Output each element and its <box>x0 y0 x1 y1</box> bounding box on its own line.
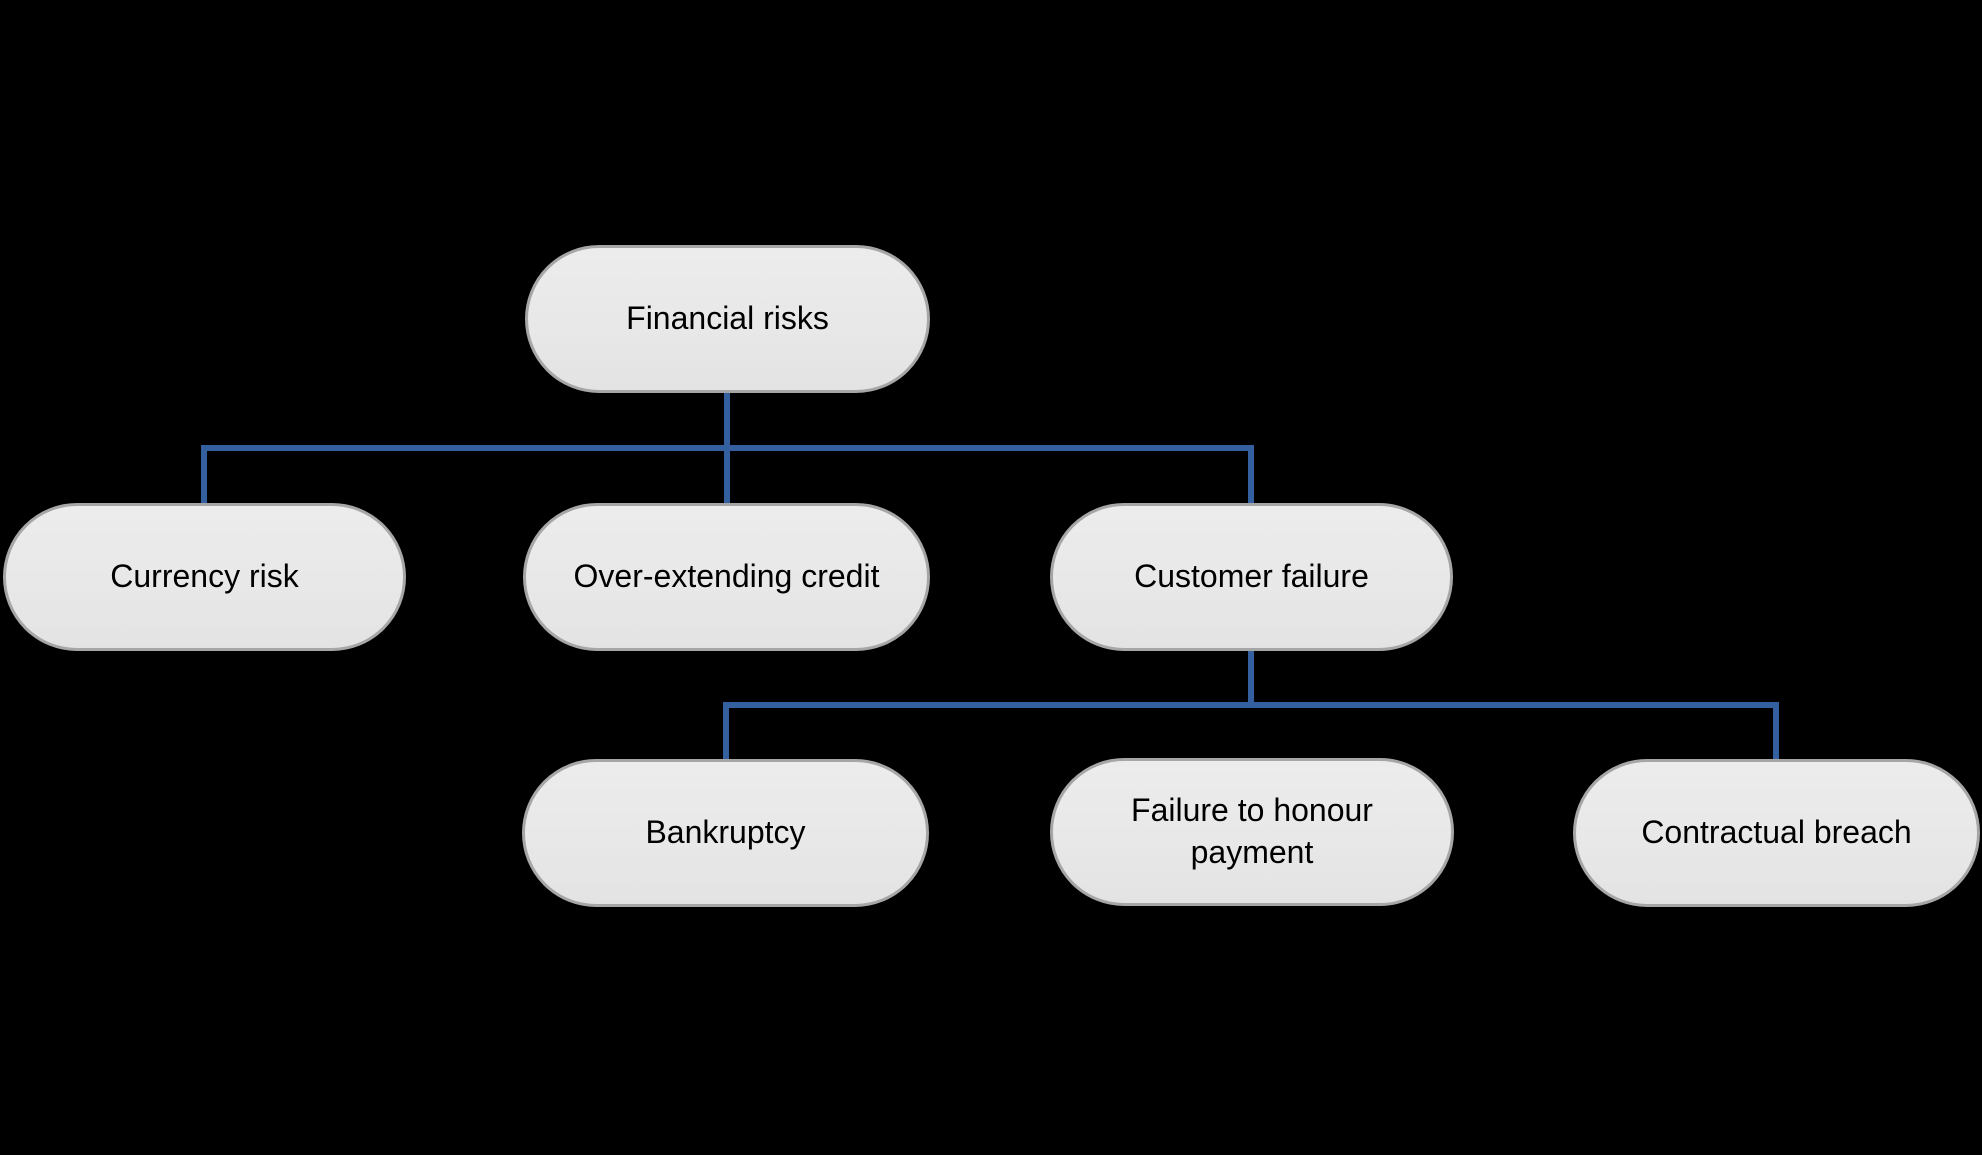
node-label: Contractual breach <box>1641 814 1912 851</box>
node-label: Over-extending credit <box>573 558 880 595</box>
node-contractual-breach: Contractual breach <box>1573 759 1980 907</box>
connector-bottom-stem <box>1248 650 1254 708</box>
node-failure-to-honour-payment: Failure to honour payment <box>1050 758 1454 906</box>
node-bankruptcy: Bankruptcy <box>522 759 929 907</box>
connector-top-horizontal <box>201 445 1254 451</box>
connector-bottom-right-drop <box>1773 702 1779 761</box>
node-over-extending-credit: Over-extending credit <box>523 503 930 651</box>
node-label: Failure to honour payment <box>1131 792 1373 870</box>
node-label: Financial risks <box>626 300 829 337</box>
node-customer-failure: Customer failure <box>1050 503 1453 651</box>
node-label: Customer failure <box>1134 558 1369 595</box>
node-financial-risks: Financial risks <box>525 245 930 393</box>
connector-top-left-drop <box>201 445 207 505</box>
connector-top-right-drop <box>1248 445 1254 505</box>
node-currency-risk: Currency risk <box>3 503 406 651</box>
connector-bottom-left-drop <box>723 702 729 761</box>
node-label: Currency risk <box>110 558 299 595</box>
node-label: Bankruptcy <box>645 814 806 851</box>
connector-bottom-horizontal <box>723 702 1779 708</box>
